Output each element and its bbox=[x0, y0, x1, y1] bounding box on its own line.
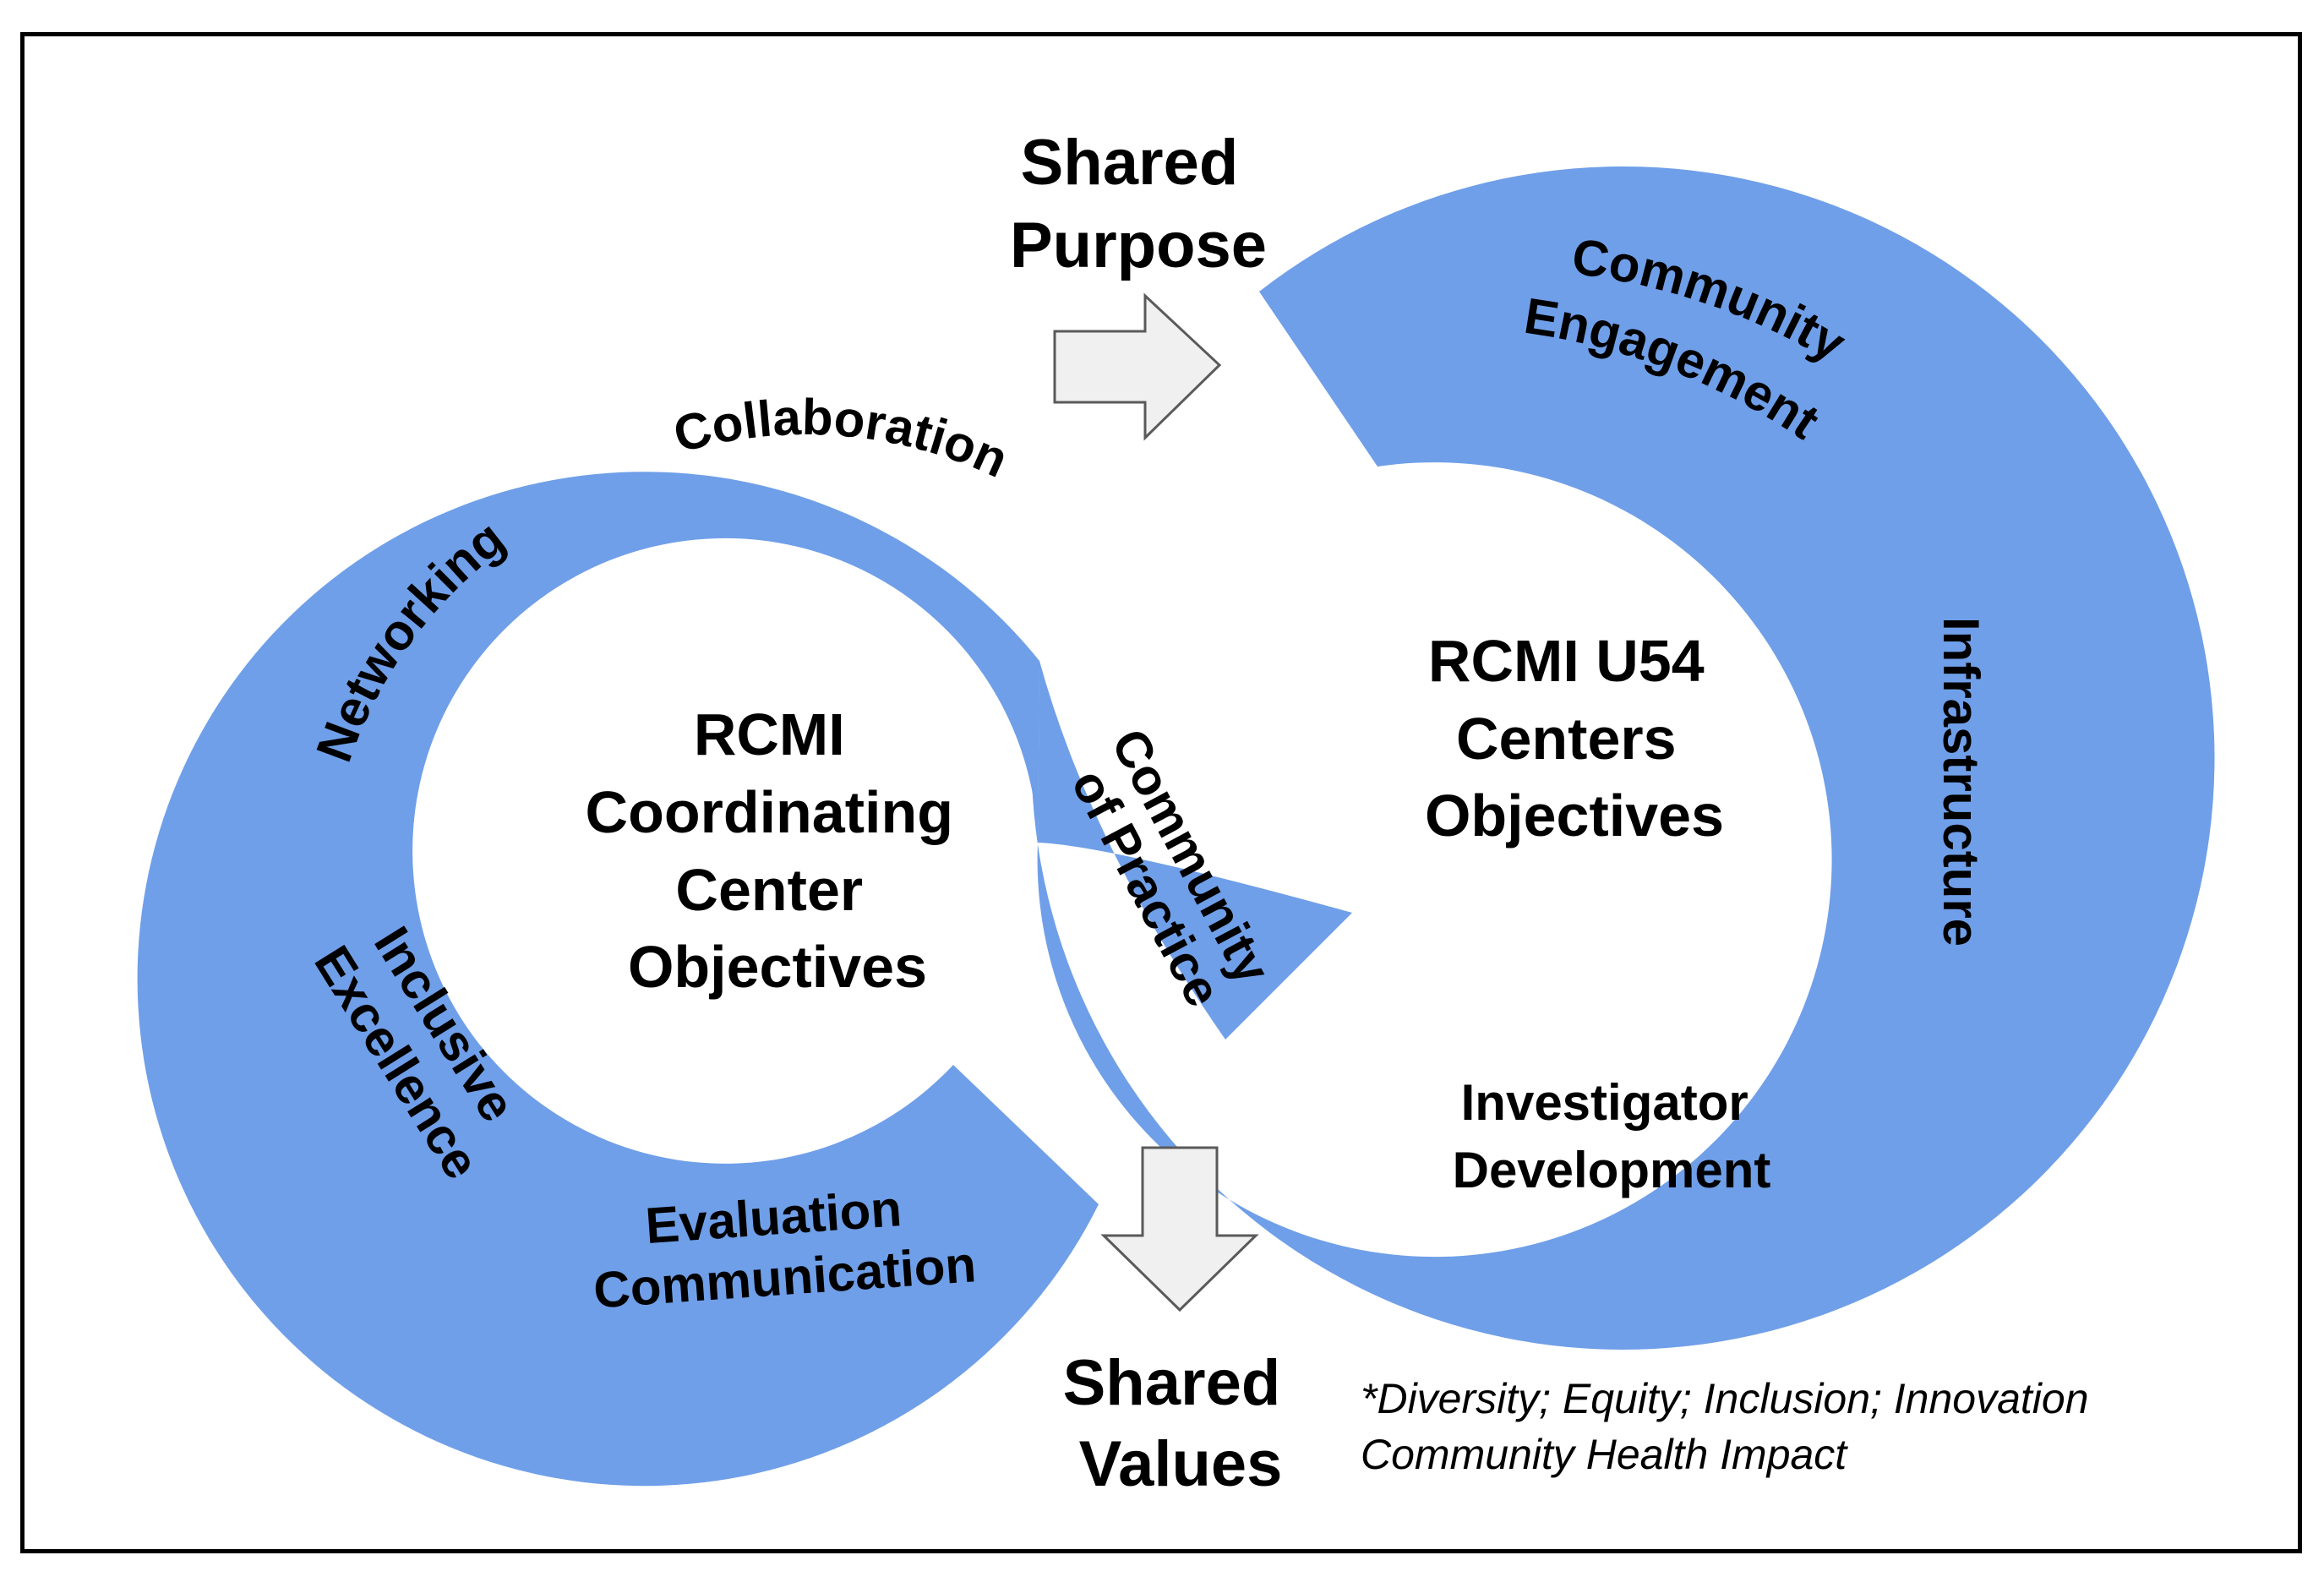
shared-purpose-line1: Shared bbox=[1021, 127, 1239, 199]
development-label: Development bbox=[1453, 1142, 1771, 1198]
left-band bbox=[137, 472, 1099, 1487]
right-center-line2: Centers bbox=[1456, 706, 1677, 772]
svg-text:Evaluation Communication: Evaluation Communication bbox=[587, 1175, 978, 1318]
investigator-label: Investigator bbox=[1461, 1074, 1748, 1131]
left-center-line2: Coordinating bbox=[586, 779, 953, 845]
left-center-line3: Center bbox=[675, 857, 863, 923]
svg-text:Community of Practice: Community of Practice bbox=[1053, 720, 1288, 1031]
svg-text:RCMI Coordinating Cent: RCMI Coordinating Center Objectives bbox=[586, 701, 970, 1000]
svg-text:Infrastructure: Infrastructure bbox=[1933, 617, 1989, 947]
svg-text:Shared Purpose: Shared Purpose bbox=[1010, 127, 1267, 281]
shared-values-line2: Values bbox=[1079, 1428, 1283, 1500]
svg-text:RCMI U54 Centers Objec: RCMI U54 Centers Objectives bbox=[1425, 628, 1724, 849]
diagram-border bbox=[20, 32, 2302, 1553]
svg-text:Collaboration: Collaboration bbox=[668, 389, 1016, 488]
middle-band bbox=[1038, 661, 1352, 1040]
left-center-line1: RCMI bbox=[694, 701, 845, 767]
shared-values-line1: Shared bbox=[1063, 1347, 1281, 1419]
collaboration-label: Collaboration bbox=[668, 389, 1016, 488]
footnote-line1: *Diversity; Equity; Inclusion; Innovatio… bbox=[1361, 1375, 2089, 1422]
svg-text:Shared Values: Shared Values bbox=[1063, 1347, 1299, 1500]
left-center-line4: Objectives bbox=[628, 934, 927, 1000]
shared-values-arrow bbox=[1100, 1146, 1259, 1312]
infrastructure-label: Infrastructure bbox=[1933, 617, 1989, 947]
svg-text:Investigator Development: Investigator Development bbox=[1453, 1074, 1771, 1198]
footnote-line2: Community Health Impact bbox=[1361, 1431, 1848, 1478]
right-center-line3: Objectives bbox=[1425, 783, 1724, 849]
right-band bbox=[1031, 166, 2215, 1350]
right-center-line1: RCMI U54 bbox=[1428, 628, 1705, 694]
svg-text:*Diversity; Equity; Inclusion;: *Diversity; Equity; Inclusion; Innovatio… bbox=[1361, 1375, 2100, 1478]
shared-purpose-arrow bbox=[1053, 292, 1222, 441]
shared-purpose-line2: Purpose bbox=[1010, 210, 1267, 281]
